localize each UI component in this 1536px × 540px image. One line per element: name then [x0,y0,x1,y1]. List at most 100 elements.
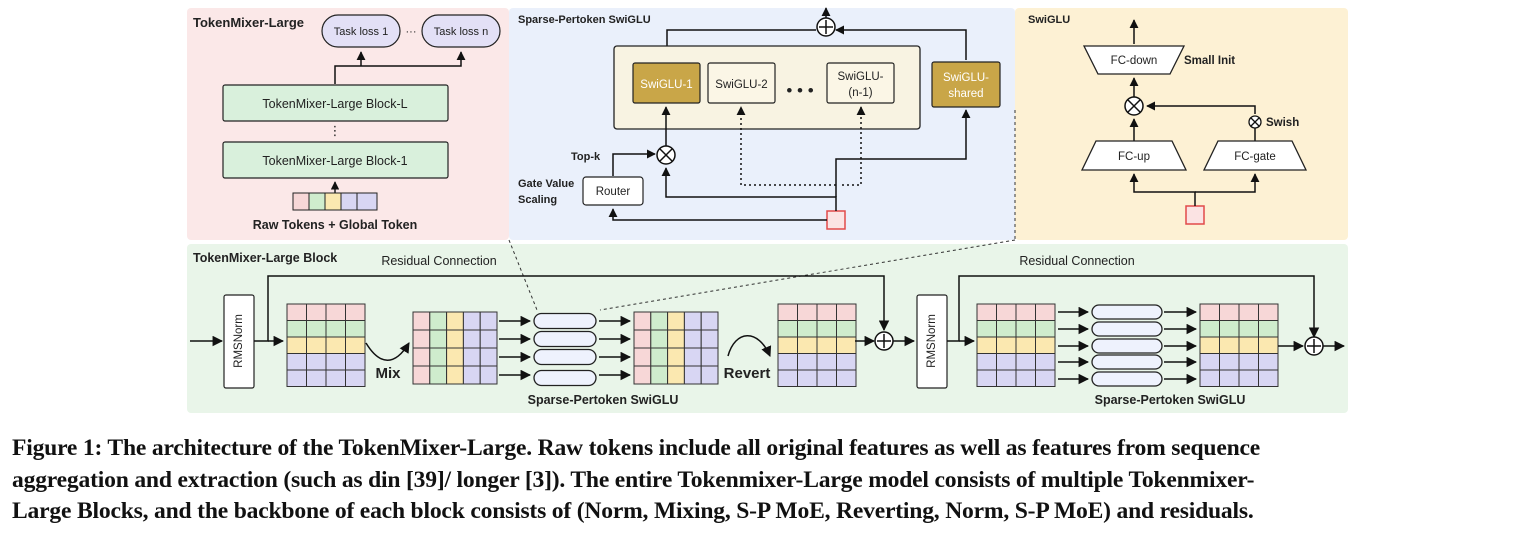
token-cell [1199,320,1220,338]
token-cell [683,347,702,367]
token-cell [1035,320,1056,338]
router-to-gate-arrow [612,149,656,176]
token-cell [836,320,857,338]
expert-1-label: SwiGLU-1 [640,79,692,91]
expert-n1-label-line2: (n-1) [848,87,872,99]
token-grid-mixed [412,311,498,385]
zoom-line-block-to-sparse [508,239,538,311]
token-cell [429,311,448,331]
raw-token-row [292,192,378,211]
input-token-red [826,210,846,230]
block-L-label: TokenMixer-Large Block-L [262,97,407,111]
token-cell [683,329,702,349]
token-cell [345,336,366,354]
token-cell [816,303,837,321]
gate-value-label-line2: Scaling [518,194,557,206]
token-cell [1238,303,1259,321]
swiglu-pill [533,348,597,366]
token-to-shared-arrow [835,109,971,197]
token-cell [1015,369,1036,387]
mix-curve [365,342,410,361]
token-cell [683,365,702,385]
block-1-label: TokenMixer-Large Block-1 [262,154,407,168]
token-cell [479,365,498,385]
token-cell [462,347,481,367]
token-cell [633,329,652,349]
panel-title-tokenmixer-large: TokenMixer-Large [193,15,304,30]
grid-to-swiglu-arrows [499,315,532,381]
token-cell [683,311,702,331]
token-cell [1199,336,1220,354]
token-cell [345,303,366,321]
token-cell [1219,353,1240,371]
swiglu-to-grid-arrows [599,315,632,381]
swiglu-input-token [1185,205,1205,225]
token-cell [479,347,498,367]
token-cell [650,347,669,367]
architecture-diagram: TokenMixer-Large Task loss 1 ··· Task lo… [187,7,1348,413]
swiglu-multiply-x [1127,99,1141,113]
token-cell [1199,303,1220,321]
token-grid-5 [976,303,1056,387]
token-cell [412,347,431,367]
token-cell [325,353,346,371]
swiglu-pill [1091,304,1163,320]
token-cell [1258,336,1279,354]
swiglu-pill [1091,371,1163,387]
token-cell [816,320,837,338]
token-cell [777,353,798,371]
shared-expert-label-line1: SwiGLU- [943,72,989,84]
figure-caption: Figure 1: The architecture of the TokenM… [12,433,1527,528]
vertical-ellipsis: ⋮ [329,123,342,138]
sparse-swiglu-pills-2 [1091,304,1163,387]
token-cell [667,329,685,349]
rmsnorm-label-1: RMSNorm [233,314,245,368]
token-cell [429,365,448,385]
revert-curve [727,335,772,357]
fc-down-label: FC-down [1111,55,1158,67]
token-cell [1238,336,1259,354]
token-cell [836,353,857,371]
token-cell [412,365,431,385]
sum-plus-2 [1307,339,1321,353]
token-cell [1219,336,1240,354]
token-cell [286,320,307,338]
token-cell [479,329,498,349]
token-cell [1035,303,1056,321]
token-cell [462,365,481,385]
raw-tokens-label: Raw Tokens + Global Token [253,218,418,232]
token-cell [446,365,464,385]
token-cell [836,303,857,321]
task-loss-1-box [321,14,401,48]
token-cell [996,353,1017,371]
token-cell [816,336,837,354]
token-cell [446,311,464,331]
token-cell [976,353,997,371]
token-cell [633,347,652,367]
block-1-box [222,141,449,179]
gate-value-label-line1: Gate Value [518,178,574,190]
token-cell [700,347,719,367]
token-to-router-arrow [608,208,827,221]
token-cell [1199,353,1220,371]
loss-branch-arrows [334,51,466,84]
block-L-box [222,84,449,122]
token-cell [976,303,997,321]
token-cell [797,336,818,354]
swiglu-pill [533,369,597,387]
token-cell [286,336,307,354]
swiglu-pill [533,330,597,348]
expert-1-box [632,62,701,104]
swish-x [1250,117,1260,127]
token-grid-reverted [777,303,857,387]
top-k-label: Top-k [571,151,601,163]
panel-title-sparse-swiglu: Sparse-Pertoken SwiGLU [518,14,651,26]
token-cell [345,320,366,338]
token-grid-6 [1199,303,1279,387]
token-cell [1238,369,1259,387]
swish-label: Swish [1266,117,1299,129]
swiglu2-to-grid-arrows [1164,306,1198,385]
fc-down-shape [1082,45,1186,75]
swiglu-input-to-gate [1195,173,1260,193]
token-cell [797,320,818,338]
